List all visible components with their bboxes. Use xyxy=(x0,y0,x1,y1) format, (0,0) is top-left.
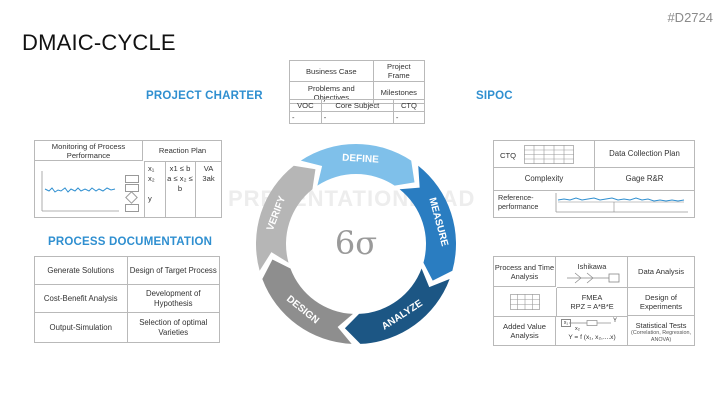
ctq-header: CTQ xyxy=(392,98,426,113)
reaction-col3: VA 3ak xyxy=(196,161,221,217)
complexity: Complexity xyxy=(494,168,595,191)
reaction-col2: x1 ≤ b a ≤ x₂ ≤ b xyxy=(165,161,196,217)
data-analysis: Data Analysis xyxy=(628,257,694,288)
x2-label: x₂ xyxy=(575,326,580,332)
sipoc-box: CTQ Data Collection Plan Complexity Gage… xyxy=(493,140,695,218)
reaction-cond1: x1 ≤ b xyxy=(169,164,191,173)
cycle-segment-measure xyxy=(399,165,456,281)
charter-table: Business Case Project Frame Problems and… xyxy=(289,59,426,105)
function-formula: Y = f (x₁, x₂,....x) xyxy=(568,334,616,341)
charter-business-case: Business Case xyxy=(289,59,374,83)
heading-project-charter: PROJECT CHARTER xyxy=(146,90,263,102)
generate-solutions: Generate Solutions xyxy=(34,256,128,285)
control-box-icon xyxy=(125,204,139,212)
voc-value: - xyxy=(289,111,322,125)
cost-benefit-analysis: Cost-Benefit Analysis xyxy=(34,284,128,313)
ctq-label: CTQ xyxy=(500,151,517,160)
function-cell: x₁ x₂ Y Y = f (x₁, x₂,....x) xyxy=(557,317,628,345)
slide-code: #D2724 xyxy=(667,10,713,25)
ishikawa-label: Ishikawa xyxy=(577,262,607,271)
ctq-value: - xyxy=(392,111,426,125)
statistical-tests-cell: Statistical Tests (Correlation, Regressi… xyxy=(628,317,694,345)
grid-cell xyxy=(494,288,557,317)
fishbone-icon xyxy=(567,272,620,284)
slide-title: DMAIC-CYCLE xyxy=(22,30,176,55)
cycle-segment-verify xyxy=(256,165,316,271)
output-simulation: Output-Simulation xyxy=(34,312,128,343)
core-subject-value: - xyxy=(320,111,394,125)
reaction-cond2: a ≤ x₂ ≤ b xyxy=(167,174,193,193)
monitoring-header: Monitoring of Process Performance xyxy=(35,141,143,161)
fmea-label: FMEA xyxy=(581,293,603,302)
function-flow-icon xyxy=(569,320,611,326)
statistical-tests: Statistical Tests xyxy=(635,321,687,330)
reaction-va: VA xyxy=(203,164,214,173)
development-hypothesis: Development of Hypothesis xyxy=(126,284,220,313)
control-box-icon xyxy=(125,175,139,183)
fmea-cell: FMEA RPZ = A*B*E xyxy=(557,288,628,317)
reaction-x2: x₂ xyxy=(148,174,155,183)
reaction-col1: x₁ x₂ y xyxy=(144,161,166,217)
voc-header: VOC xyxy=(289,98,322,113)
cycle-segment-design xyxy=(262,259,353,344)
heading-process-documentation: PROCESS DOCUMENTATION xyxy=(48,236,213,248)
cycle-label-define: DEFINE xyxy=(342,153,380,166)
voc-table: VOC Core Subject CTQ - - - xyxy=(289,98,426,125)
cycle-segment-analyze xyxy=(344,268,450,344)
reaction-x1: x₁ xyxy=(148,164,155,173)
ishikawa-cell: Ishikawa xyxy=(557,257,628,288)
cycle-segment-define xyxy=(300,144,415,186)
decision-diamond-icon xyxy=(125,191,138,204)
table-grid-icon xyxy=(510,294,540,310)
heading-sipoc: SIPOC xyxy=(476,90,513,102)
reaction-y: y xyxy=(148,194,152,203)
statistical-tests-sub: (Correlation, Regression, ANOVA) xyxy=(631,330,691,343)
process-doc-table: Generate Solutions Design of Target Proc… xyxy=(34,256,220,343)
table-grid-icon xyxy=(524,145,574,164)
y-label: Y xyxy=(613,318,618,324)
ctq-cell: CTQ xyxy=(494,141,595,168)
charter-project-frame: Project Frame xyxy=(372,59,426,83)
core-subject-header: Core Subject xyxy=(320,98,394,113)
data-collection-plan: Data Collection Plan xyxy=(595,141,694,168)
analysis-box: Process and Time Analysis Ishikawa Data … xyxy=(493,256,695,346)
reference-chart-icon xyxy=(555,193,688,213)
reaction-plan-header: Reaction Plan xyxy=(144,141,221,162)
added-value-analysis: Added Value Analysis xyxy=(494,317,556,345)
rpz-formula: RPZ = A*B*E xyxy=(570,302,614,311)
six-sigma-symbol: 6σ xyxy=(335,224,377,262)
design-target-process: Design of Target Process xyxy=(126,256,220,285)
control-box-icon xyxy=(125,184,139,192)
reaction-3ak: 3ak xyxy=(202,174,215,183)
selection-varieties: Selection of optimal Varieties xyxy=(126,312,220,343)
reference-performance: Reference-performance xyxy=(498,193,539,211)
design-of-experiments: Design of Experiments xyxy=(628,288,694,316)
performance-chart-icon xyxy=(41,171,119,212)
process-time-analysis: Process and Time Analysis xyxy=(494,257,556,287)
gage-rr: Gage R&R xyxy=(595,168,694,191)
monitoring-box: Monitoring of Process Performance Reacti… xyxy=(34,140,222,218)
